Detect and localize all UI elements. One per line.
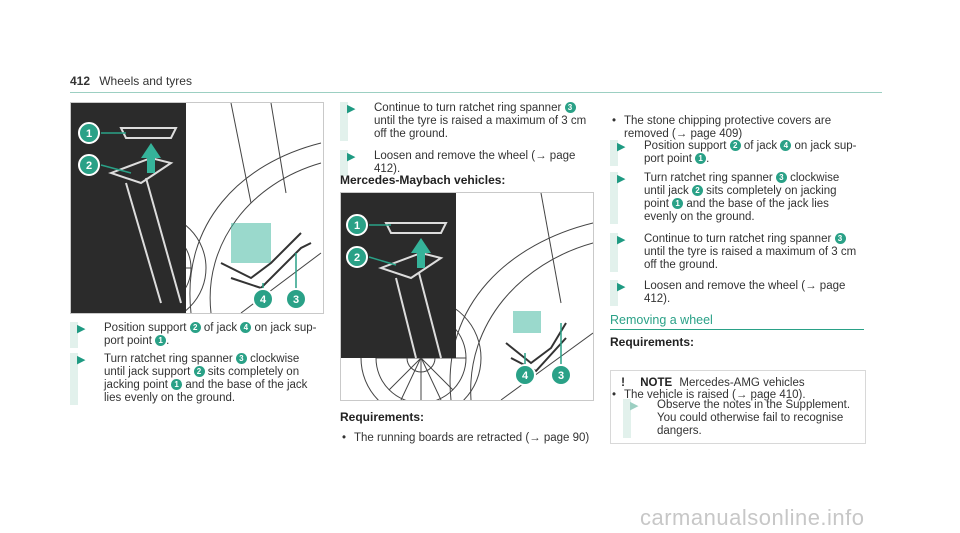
callout-label-2: 2 xyxy=(86,160,92,172)
step-text: Loosen and remove the wheel (→ page 412)… xyxy=(644,280,846,305)
callout-4: 4 xyxy=(252,288,274,310)
col3-step-3: ▶ Continue to turn ratchet ring spanner … xyxy=(610,233,860,272)
note-label: NOTE xyxy=(640,377,673,389)
note-step: ▶ Observe the notes in the Supplement. Y… xyxy=(623,399,867,438)
col2-requirements-label: Requirements: xyxy=(340,410,425,424)
callout-1: 1 xyxy=(346,214,368,236)
callout-label-1: 1 xyxy=(86,128,92,140)
step-text: Loosen and remove the wheel (→ page 412)… xyxy=(374,150,576,175)
jack-illustration-1: 1 2 4 3 xyxy=(71,103,322,313)
col3-requirement-item: • The stone chipping protective covers a… xyxy=(612,115,832,140)
callout-3: 3 xyxy=(285,288,307,310)
callout-4: 4 xyxy=(514,364,536,386)
jack-illustration-2: 1 2 4 3 xyxy=(341,193,593,400)
step-text: Continue to turn ratchet ring spanner 3 … xyxy=(644,233,857,271)
col2-step-1: ▶ Continue to turn ratchet ring spanner … xyxy=(340,102,590,141)
col3-step-4: ▶ Loosen and remove the wheel (→ page 41… xyxy=(610,280,860,306)
note-header: ! NOTE Mercedes-AMG vehicles xyxy=(617,377,805,389)
step-arrow-icon: ▶ xyxy=(617,141,626,153)
page-header: 412 Wheels and tyres xyxy=(70,74,882,93)
bullet-icon: • xyxy=(612,389,617,401)
removing-wheel-heading: Removing a wheel xyxy=(610,313,864,330)
lift-arrow-icon xyxy=(141,143,161,173)
callout-label-3: 3 xyxy=(293,294,299,306)
bullet-icon: • xyxy=(342,432,347,444)
step-arrow-icon: ▶ xyxy=(617,234,626,246)
col3-requirement-vehicle: • The vehicle is raised (→ page 410). xyxy=(612,389,806,401)
note-box: ! NOTE Mercedes-AMG vehicles ▶ Observe t… xyxy=(610,370,866,444)
step-text: Continue to turn ratchet ring spanner 3 … xyxy=(374,102,587,140)
col1-step-1: ▶ Position support 2 of jack 4 on jack s… xyxy=(70,322,320,348)
callout-label-2: 2 xyxy=(354,252,360,264)
jack-figure-2: 1 2 4 3 xyxy=(340,192,594,401)
col2-requirement-item: • The running boards are retracted (→ pa… xyxy=(342,432,590,444)
note-step-text: Observe the notes in the Supplement. You… xyxy=(657,399,851,437)
page-title: Wheels and tyres xyxy=(99,74,192,88)
step-arrow-icon: ▶ xyxy=(617,281,626,293)
maybach-subheading: Mercedes-Maybach vehicles: xyxy=(340,173,506,187)
warning-icon: ! xyxy=(621,377,625,389)
step-arrow-icon: ▶ xyxy=(77,323,86,335)
step-text: Position support 2 of jack 4 on jack sup… xyxy=(644,140,857,165)
jack-figure-1: 1 2 4 3 xyxy=(70,102,324,314)
col3-step-2: ▶ Turn ratchet ring spanner 3 clockwise … xyxy=(610,172,860,224)
step-text: Position support 2 of jack 4 on jack sup… xyxy=(104,322,317,347)
bullet-icon: • xyxy=(612,115,617,127)
col2-step-2: ▶ Loosen and remove the wheel (→ page 41… xyxy=(340,150,590,176)
callout-3: 3 xyxy=(550,364,572,386)
step-arrow-icon: ▶ xyxy=(347,103,356,115)
lift-arrow-icon xyxy=(411,238,431,268)
callout-label-4: 4 xyxy=(260,294,267,306)
step-text: Turn ratchet ring spanner 3 clockwise un… xyxy=(644,172,840,223)
col3-requirements-label: Requirements: xyxy=(610,335,695,349)
step-arrow-icon: ▶ xyxy=(347,151,356,163)
page-number: 412 xyxy=(70,74,91,88)
callout-label-1: 1 xyxy=(354,220,360,232)
callout-1: 1 xyxy=(78,122,100,144)
col3-step-1: ▶ Position support 2 of jack 4 on jack s… xyxy=(610,140,860,166)
step-arrow-icon: ▶ xyxy=(77,354,86,366)
watermark-text: carmanualsonline.info xyxy=(640,505,865,530)
callout-label-3: 3 xyxy=(558,370,564,382)
callout-label-4: 4 xyxy=(522,370,529,382)
col1-step-2: ▶ Turn ratchet ring spanner 3 clockwise … xyxy=(70,353,320,405)
step-arrow-icon: ▶ xyxy=(617,173,626,185)
callout-2: 2 xyxy=(346,246,368,268)
step-arrow-icon: ▶ xyxy=(630,400,639,412)
step-text: Turn ratchet ring spanner 3 clockwise un… xyxy=(104,353,308,404)
callout-2: 2 xyxy=(78,154,100,176)
note-title: Mercedes-AMG vehicles xyxy=(679,377,805,389)
